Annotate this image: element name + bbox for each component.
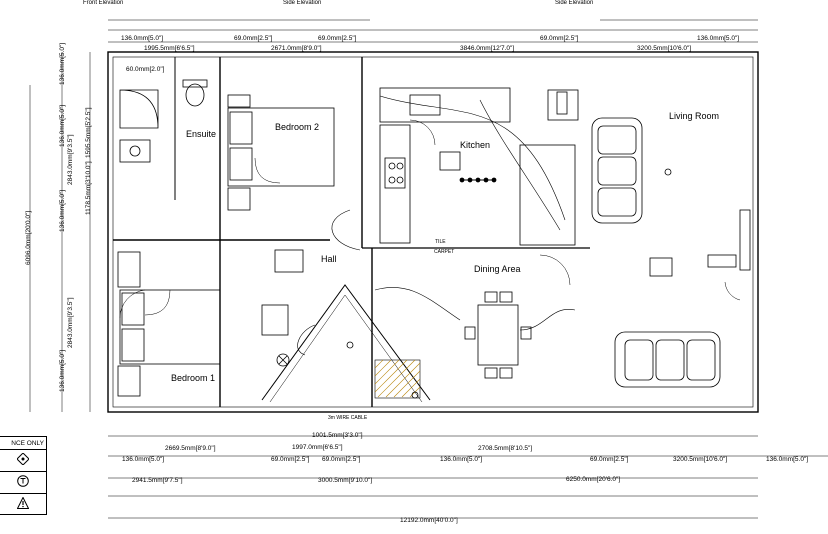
dim-top-1: 136.0mm[5.0"] — [121, 35, 164, 42]
legend-row-3 — [0, 494, 46, 515]
dim-bottom-11: 136.0mm[5.0"] — [766, 456, 809, 463]
diamond-symbol-icon — [17, 453, 29, 465]
note-carpet: CARPET — [434, 249, 455, 255]
dim-top-2: 69.0mm[2.5"] — [234, 35, 273, 42]
sofa-south — [614, 331, 721, 388]
dim-top-6: 1995.5mm[6'6.5"] — [144, 45, 195, 52]
dim-left-5: 6096.0mm[20'0.0"] — [25, 210, 32, 265]
room-label-bedroom1: Bedroom 1 — [171, 373, 216, 383]
legend-title: NCE ONLY — [0, 437, 46, 450]
exterior-wall-inner — [112, 56, 754, 408]
hall-angled-wall — [261, 284, 431, 401]
dim-top-9: 3200.5mm[10'6.0"] — [637, 45, 692, 52]
toilet — [185, 83, 205, 107]
side-elevation-title-2: Side Elevation — [555, 0, 594, 6]
bed-bedroom2 — [227, 107, 335, 187]
dim-top-11: 136.0mm[5.0"] — [59, 42, 66, 85]
dim-bottom-8: 136.0mm[5.0"] — [440, 456, 483, 463]
dim-top-7: 2671.0mm[8'9.0"] — [271, 45, 322, 52]
sofa-north — [591, 117, 643, 224]
vanity — [119, 139, 151, 163]
dim-bottom-7: 69.0mm[2.5"] — [322, 456, 361, 463]
dim-left-7: 2843.0mm[9'3.5"] — [67, 297, 74, 348]
legend-row-1 — [0, 450, 46, 472]
exterior-wall — [107, 51, 759, 413]
dim-top-4: 69.0mm[2.5"] — [540, 35, 579, 42]
dim-bottom-2: 1001.5mm[3'3.0"] — [312, 432, 363, 439]
room-label-dining: Dining Area — [474, 264, 521, 274]
dim-bottom-3: 1997.0mm[6'6.5"] — [292, 444, 343, 451]
dim-left-2: 136.0mm[5.0"] — [59, 104, 66, 147]
side-elevation-title: Side Elevation — [283, 0, 322, 6]
dim-bottom-6: 69.0mm[2.5"] — [271, 456, 310, 463]
dim-bottom-9: 69.0mm[2.5"] — [590, 456, 629, 463]
dim-top-8: 3846.0mm[12'7.0"] — [460, 45, 515, 52]
dim-bottom-5: 136.0mm[5.0"] — [122, 456, 165, 463]
dim-bottom-15: 12192.0mm[40'0.0"] — [400, 517, 458, 524]
legend-box: NCE ONLY — [0, 436, 47, 515]
dim-left-1: 1595.5mm[5'2.5"] — [85, 107, 92, 158]
dim-bottom-1: 2669.5mm[8'9.0"] — [165, 445, 216, 452]
warning-triangle-icon — [17, 497, 29, 509]
room-label-ensuite: Ensuite — [186, 129, 217, 139]
dim-bottom-4: 2708.5mm[8'10.5"] — [478, 445, 533, 452]
front-elevation-title: Front Elevation — [83, 0, 124, 6]
room-label-hall: Hall — [321, 254, 337, 264]
dim-top-5: 136.0mm[5.0"] — [697, 35, 740, 42]
dim-left-3: 2843.0mm[9'3.5"] — [67, 134, 74, 185]
dining-table — [477, 304, 519, 366]
room-label-kitchen: Kitchen — [460, 140, 491, 150]
dim-top-3: 69.0mm[2.5"] — [318, 35, 357, 42]
circle-t-symbol-icon — [17, 475, 29, 487]
shower — [119, 89, 159, 129]
dim-left-8: 136.0mm[5.0"] — [59, 349, 66, 392]
room-label-living: Living Room — [669, 111, 720, 121]
hall-angled-wall-inner — [269, 294, 423, 403]
note-wire-cable: 3m WIRE CABLE — [328, 415, 368, 421]
room-label-bedroom2: Bedroom 2 — [275, 122, 320, 132]
dim-bottom-13: 3000.5mm[9'10.0"] — [318, 477, 373, 484]
note-tile: TILE — [435, 239, 446, 245]
bed-bedroom1 — [119, 289, 221, 365]
dim-top-10: 60.0mm[2.0"] — [126, 66, 165, 73]
dim-left-6: 136.0mm[5.0"] — [59, 189, 66, 232]
kitchen-bench-top — [379, 87, 511, 123]
dim-left-4: 1178.5mm[3'10.0"] — [85, 161, 92, 215]
dim-bottom-10: 3200.5mm[10'6.0"] — [673, 456, 728, 463]
legend-row-2 — [0, 472, 46, 494]
dim-bottom-12: 2941.5mm[9'7.5"] — [132, 477, 183, 484]
dim-bottom-14: 6250.0mm[20'6.0"] — [566, 476, 621, 483]
